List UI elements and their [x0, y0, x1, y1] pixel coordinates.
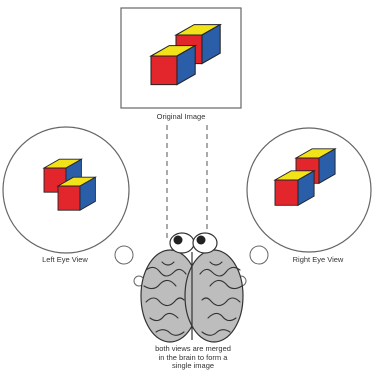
right-pupil: [196, 235, 206, 245]
caption-line-3: single image: [171, 361, 215, 370]
right-thought-bubble-large: [249, 245, 269, 265]
right-eye-view-label: Right Eye View: [292, 255, 344, 264]
left-eye-view-label: Left Eye View: [42, 255, 88, 264]
left-eyeball: [169, 232, 195, 254]
caption: both views are merged in the brain to fo…: [128, 344, 258, 371]
caption-line-2: in the brain to form a: [158, 352, 228, 362]
left-pupil: [173, 235, 183, 245]
caption-line-1: both views are merged: [155, 344, 231, 353]
original-image-label: Original Image: [156, 112, 206, 121]
right-eyeball: [192, 232, 218, 254]
brain: [140, 232, 244, 343]
left-thought-bubble-large: [114, 245, 134, 265]
